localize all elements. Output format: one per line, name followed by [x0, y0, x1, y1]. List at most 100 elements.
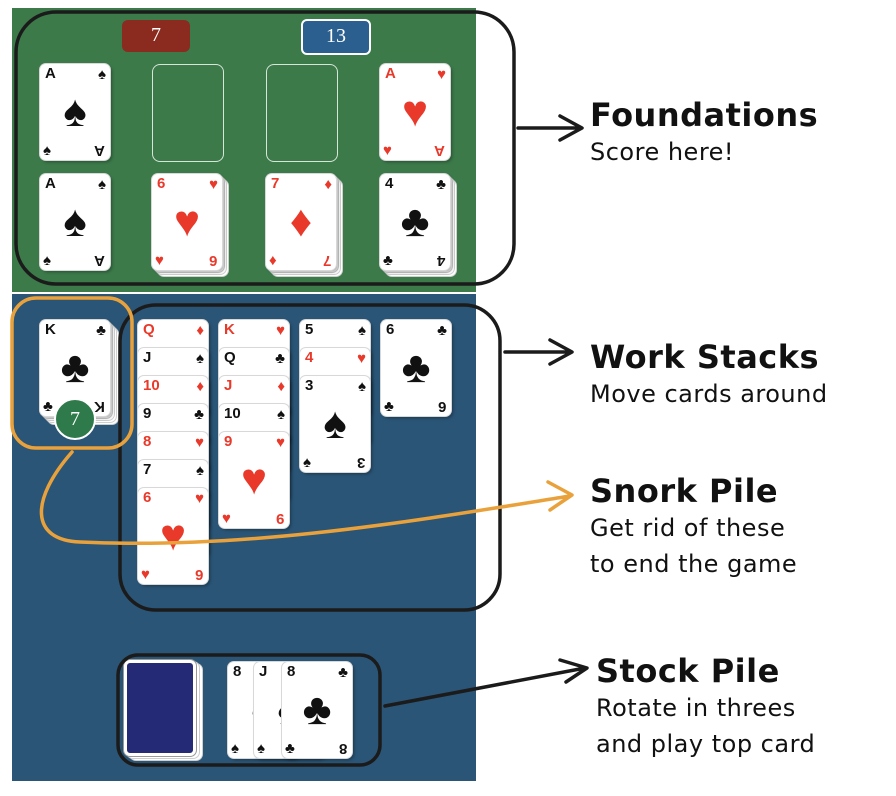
card-rank: 8: [233, 663, 242, 680]
card-rank: 8: [143, 433, 152, 450]
card-suit-icon: ♣: [43, 398, 53, 415]
card-pip-icon: ♣: [302, 685, 332, 734]
card-rank: 9: [143, 405, 152, 422]
card-rank: Q: [143, 321, 155, 338]
card-rank: 6: [208, 252, 217, 269]
card-suit-icon: ♠: [43, 142, 51, 159]
stock-pile[interactable]: [124, 660, 202, 760]
card-suit-icon: ♠: [98, 66, 106, 83]
card-suit-icon: ♥: [155, 252, 164, 269]
foundation-card[interactable]: A♠♠♠A: [40, 64, 110, 160]
card-rank: A: [434, 142, 445, 159]
card-suit-icon: ♠: [231, 740, 239, 757]
card-suit-icon: ♠: [277, 406, 285, 423]
card-suit-icon: ♥: [222, 510, 231, 527]
card-rank: 3: [305, 377, 314, 394]
card-suit-icon: ♣: [383, 252, 393, 269]
work-stack-card[interactable]: 6♥♥♥6: [138, 488, 208, 584]
card-suit-icon: ♥: [276, 322, 285, 339]
score-badge-left: 7: [122, 20, 190, 52]
card-suit-icon: ♠: [196, 350, 204, 367]
label-foundations: Foundations Score here!: [590, 96, 819, 166]
card-suit-icon: ♠: [43, 252, 51, 269]
card-suit-icon: ♣: [275, 350, 285, 367]
card-suit-icon: ♠: [257, 740, 265, 757]
label-work-stacks: Work Stacks Move cards around: [590, 338, 828, 408]
card-pip-icon: ♣: [60, 343, 90, 392]
work-stack-card[interactable]: 6♣♣♣6: [381, 320, 451, 416]
card-rank: A: [94, 252, 105, 269]
card-suit-icon: ♥: [383, 142, 392, 159]
work-stack-card[interactable]: 3 ♠ ♠ ♠ 3: [300, 376, 370, 472]
card-rank: 4: [436, 252, 445, 269]
foundation-card[interactable]: 6 ♥ ♥ ♥ 6: [152, 174, 222, 270]
snork-count-badge: 7: [54, 398, 96, 440]
card-back[interactable]: [124, 660, 196, 756]
card-rank: 3: [356, 454, 365, 471]
card-suit-icon: ♦: [324, 176, 332, 193]
card-pip-icon: ♦: [289, 197, 313, 246]
card-rank: 7: [143, 461, 152, 478]
card-suit-icon: ♠: [358, 322, 366, 339]
card-pip-icon: ♣: [400, 197, 430, 246]
card-suit-icon: ♣: [285, 740, 295, 757]
foundation-card[interactable]: 7♦♦♦7: [266, 174, 336, 270]
card-suit-icon: ♠: [303, 454, 311, 471]
card-rank: K: [224, 321, 235, 338]
card-suit-icon: ♣: [338, 664, 348, 681]
foundations-arrow: [516, 114, 584, 142]
card-rank: K: [94, 398, 105, 415]
card-rank: 6: [157, 175, 166, 192]
card-pip-icon: ♥: [240, 455, 268, 504]
card-rank: A: [385, 65, 396, 82]
foundation-card[interactable]: 4♣♣♣4: [380, 174, 450, 270]
card-suit-icon: ♥: [276, 434, 285, 451]
card-suit-icon: ♥: [437, 66, 446, 83]
card-rank: 4: [305, 349, 314, 366]
card-rank: A: [94, 142, 105, 159]
card-rank: K: [45, 321, 56, 338]
label-stock-pile: Stock Pile Rotate in threes and play top…: [596, 652, 816, 758]
empty-foundation-slot[interactable]: [152, 64, 224, 162]
card-rank: J: [143, 349, 152, 366]
card-suit-icon: ♦: [196, 322, 204, 339]
card-rank: 6: [194, 566, 203, 583]
foundation-card[interactable]: A ♥ ♥ ♥ A: [380, 64, 450, 160]
card-suit-icon: ♣: [436, 176, 446, 193]
card-rank: 9: [275, 510, 284, 527]
card-suit-icon: ♥: [141, 566, 150, 583]
card-pip-icon: ♠: [323, 399, 347, 448]
waste-card[interactable]: 8♣♣♣8: [282, 662, 352, 758]
card-rank: 6: [143, 489, 152, 506]
card-pip-icon: ♥: [159, 511, 187, 560]
card-rank: 10: [143, 377, 160, 394]
card-suit-icon: ♣: [384, 398, 394, 415]
card-rank: 6: [386, 321, 395, 338]
card-rank: A: [45, 175, 56, 192]
label-snork-pile: Snork Pile Get rid of these to end the g…: [590, 472, 798, 578]
card-rank: 7: [322, 252, 331, 269]
card-pip-icon: ♥: [173, 197, 201, 246]
card-suit-icon: ♠: [196, 462, 204, 479]
card-suit-icon: ♦: [196, 378, 204, 395]
card-suit-icon: ♣: [194, 406, 204, 423]
work-stack-card[interactable]: 9♥♥♥9: [219, 432, 289, 528]
card-suit-icon: ♥: [195, 434, 204, 451]
card-suit-icon: ♥: [357, 350, 366, 367]
foundation-card[interactable]: A♠♠♠A: [40, 174, 110, 270]
card-rank: 5: [305, 321, 314, 338]
card-rank: J: [259, 663, 268, 680]
score-badge-right: 13: [301, 19, 371, 55]
card-rank: 10: [224, 405, 241, 422]
card-rank: 8: [287, 663, 296, 680]
empty-foundation-slot[interactable]: [266, 64, 338, 162]
card-suit-icon: ♣: [96, 322, 106, 339]
card-rank: 7: [271, 175, 280, 192]
card-rank: Q: [224, 349, 236, 366]
card-pip-icon: ♥: [401, 87, 429, 136]
card-suit-icon: ♥: [209, 176, 218, 193]
card-rank: J: [224, 377, 233, 394]
card-suit-icon: ♠: [358, 378, 366, 395]
card-pip-icon: ♣: [401, 343, 431, 392]
card-rank: A: [45, 65, 56, 82]
